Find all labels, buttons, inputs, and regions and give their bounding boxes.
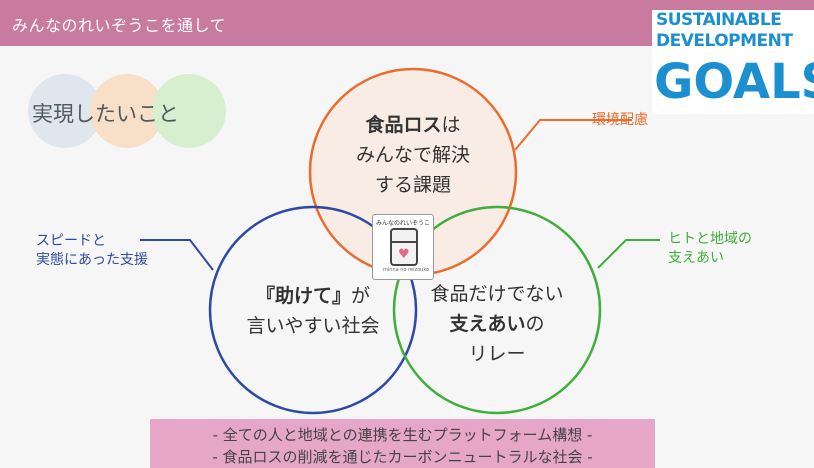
callout-line-speed xyxy=(140,239,214,271)
vision-line2: - 食品ロスの削減を通じたカーボンニュートラルな社会 - xyxy=(212,448,593,466)
fridge-icon: ♥ xyxy=(390,228,418,266)
circle-right xyxy=(392,205,602,415)
circle-right-rest: の xyxy=(525,313,545,335)
mascot-logo: みんなのれいぞうこ ♥ minna no reizouko xyxy=(372,214,434,280)
page-title: みんなのれいぞうこを通して xyxy=(12,16,227,35)
callout-speed-line2: 実態にあった支援 xyxy=(36,252,148,268)
callout-people-line2: 支えあい xyxy=(668,250,724,266)
wish-label: 実現したいこと xyxy=(32,102,179,126)
circle-left-text: 『助けて』が 言いやすい社会 xyxy=(213,281,413,341)
circle-left xyxy=(208,205,418,415)
circle-left-line2: 言いやすい社会 xyxy=(246,315,380,337)
circle-top-line3: する課題 xyxy=(374,174,451,196)
callout-line-environment xyxy=(514,119,632,151)
sdgs-logo-line2: DEVELOPMENT xyxy=(656,31,793,51)
circle-left-rest: が xyxy=(351,285,371,307)
circle-top-line2: みんなで解決 xyxy=(355,144,470,166)
callout-speed: スピードと 実態にあった支援 xyxy=(36,232,148,270)
sdgs-logo: SUSTAINABLE DEVELOPMENT GOALS xyxy=(652,10,814,114)
wish-badge: 実現したいこと xyxy=(28,70,226,150)
mascot-title: みんなのれいぞうこ xyxy=(376,220,431,227)
wish-circle-orange xyxy=(90,74,164,148)
callout-people: ヒトと地域の 支えあい xyxy=(668,230,752,268)
circle-right-text: 食品だけでない 支えあいの リレー xyxy=(397,279,597,369)
callout-people-line1: ヒトと地域の xyxy=(668,231,752,247)
circle-top-rest: は xyxy=(441,114,461,136)
circle-left-bold: 『助けて』 xyxy=(255,285,351,307)
callout-line-people xyxy=(597,239,660,269)
circle-right-line3: リレー xyxy=(468,343,526,365)
circle-right-line1: 食品だけでない xyxy=(430,283,564,305)
sdgs-logo-line1: SUSTAINABLE xyxy=(656,10,782,30)
circle-right-bold: 支えあい xyxy=(449,313,526,335)
mascot-subtitle: minna no reizouko xyxy=(383,267,430,273)
fridge-door xyxy=(392,241,416,243)
callout-speed-line1: スピードと xyxy=(36,233,106,249)
vision-box: - 全ての人と地域との連携を生むプラットフォーム構想 - - 食品ロスの削減を通… xyxy=(150,419,655,468)
wish-circle-blue xyxy=(28,74,102,148)
callout-environment: 環境配慮 xyxy=(592,112,648,128)
wish-circle-green xyxy=(152,74,226,148)
vision-line1: - 全ての人と地域との連携を生むプラットフォーム構想 - xyxy=(212,426,593,444)
sdgs-logo-goals: GOALS xyxy=(654,54,814,110)
heart-icon: ♥ xyxy=(398,247,410,262)
circle-top-bold: 食品ロス xyxy=(365,114,442,136)
circle-top-text: 食品ロスは みんなで解決 する課題 xyxy=(313,110,513,200)
